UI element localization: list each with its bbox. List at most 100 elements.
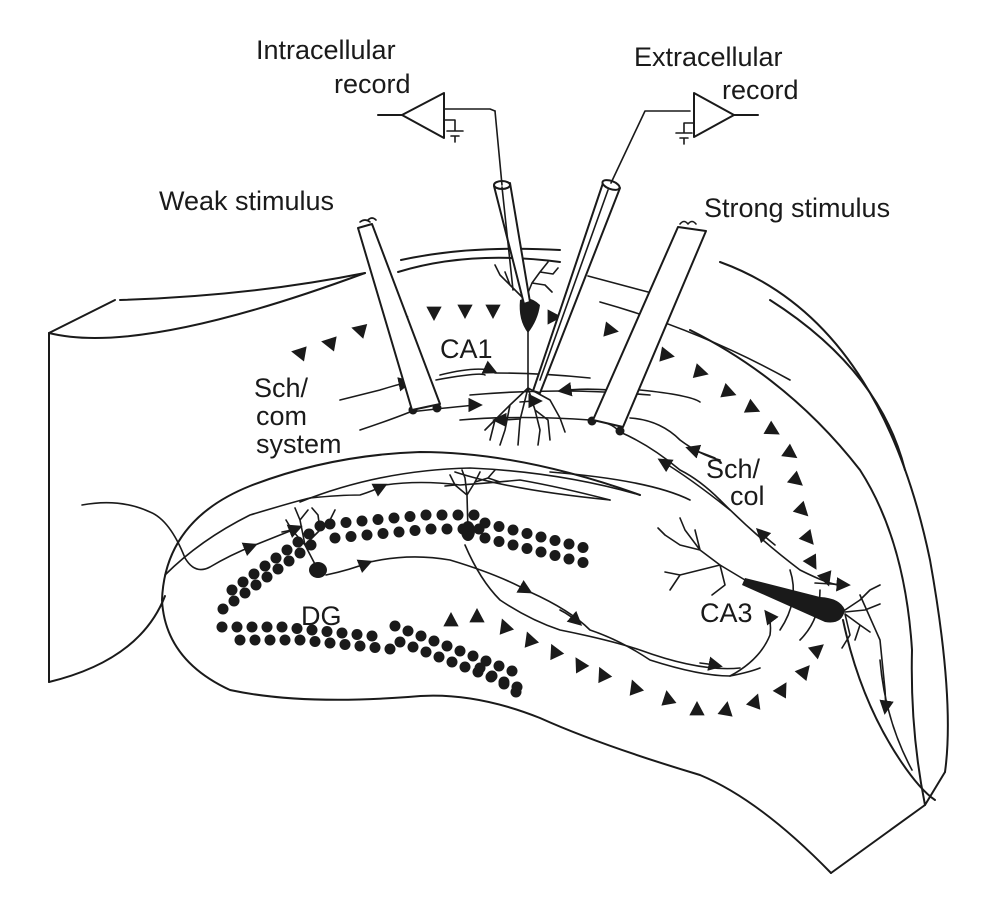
pyramidal-cell-marker <box>499 618 515 635</box>
granule-cell-marker <box>339 639 351 650</box>
pyramidal-cell-marker <box>443 612 459 627</box>
granule-cell-marker <box>493 536 505 547</box>
granule-cell-marker <box>294 547 306 559</box>
granule-cell-marker <box>369 642 381 653</box>
granule-cell-marker <box>467 650 479 662</box>
pyramidal-cell-marker <box>291 346 307 362</box>
intracellular-amplifier <box>377 92 496 143</box>
granule-cell-marker <box>246 621 258 633</box>
extracellular-amplifier <box>675 92 759 145</box>
granule-cell-marker <box>454 645 466 657</box>
granule-cell-marker <box>324 518 336 530</box>
granule-cell-marker <box>389 620 401 632</box>
granule-cell-marker <box>577 557 589 568</box>
pyramidal-cell-marker <box>794 665 810 682</box>
granule-cell-marker <box>366 630 378 642</box>
granule-cell-marker <box>493 521 505 532</box>
granule-cell-marker <box>261 571 273 583</box>
granule-cell-marker <box>261 621 273 633</box>
granule-cell-marker <box>468 509 480 521</box>
pyramidal-cell-marker <box>792 500 809 517</box>
pyramidal-cell-marker <box>524 631 540 648</box>
sch-com-label-line2: com <box>256 401 307 431</box>
granule-cell-marker <box>249 634 261 646</box>
weak-stimulus-electrode[interactable] <box>357 217 441 411</box>
granule-cell-marker <box>372 514 384 525</box>
sch-col-label-line1: Sch/ <box>706 454 761 484</box>
hilus-boundary <box>299 467 691 503</box>
extracellular-electrode[interactable] <box>532 110 691 394</box>
granule-cell-marker <box>388 512 400 524</box>
pyramidal-cell-marker <box>772 682 787 699</box>
granule-cell-marker <box>377 528 389 539</box>
granule-cell-marker <box>402 625 414 637</box>
pyramidal-cell-marker <box>469 608 485 623</box>
granule-cell-marker <box>239 587 251 599</box>
granule-cell-marker <box>345 531 357 542</box>
granule-cell-marker <box>428 635 440 647</box>
granule-cell-marker <box>250 579 262 591</box>
granule-cell-marker <box>577 542 589 553</box>
granule-cell-marker <box>354 640 366 652</box>
granule-cell-marker <box>228 595 240 607</box>
ca3-pyramidal-layer <box>443 608 824 717</box>
granule-cell-marker <box>279 634 291 646</box>
strong-stimulus-label: Strong stimulus <box>704 193 890 223</box>
granule-cell-marker <box>407 641 419 653</box>
granule-cell-marker <box>436 509 448 521</box>
pyramidal-cell-marker <box>547 309 562 325</box>
granule-cell-marker <box>270 552 282 564</box>
granule-cell-marker <box>384 643 396 655</box>
granule-cell-marker <box>474 662 486 674</box>
intracellular-electrode[interactable] <box>493 110 531 305</box>
granule-cell-marker <box>420 509 432 521</box>
granule-cell-marker <box>336 627 348 639</box>
granule-cell-marker <box>549 535 561 546</box>
pyramidal-cell-marker <box>717 701 733 717</box>
granule-cell-marker <box>393 526 405 538</box>
intracellular-label-line1: Intracellular <box>256 35 396 65</box>
granule-cell-marker <box>521 543 533 554</box>
pyramidal-cell-marker <box>426 306 442 321</box>
granule-cell-marker <box>329 532 341 544</box>
granule-cell-marker <box>459 661 471 673</box>
granule-cell-marker <box>415 630 427 642</box>
granule-cell-marker <box>248 568 260 580</box>
dg-granule-neuron-1 <box>281 507 336 578</box>
dentate-granule-layer <box>216 509 589 698</box>
granule-cell-marker <box>404 511 416 522</box>
ca1-pyramidal-neuron <box>484 261 566 446</box>
granule-cell-marker <box>549 550 561 561</box>
granule-cell-marker <box>216 621 228 633</box>
granule-cell-marker <box>231 621 243 633</box>
granule-cell-marker <box>283 555 295 567</box>
granule-cell-marker <box>446 656 458 668</box>
granule-cell-marker <box>264 634 276 646</box>
granule-cell-marker <box>486 670 498 682</box>
pyramidal-cell-marker <box>550 643 565 661</box>
ca1-pyramidal-layer <box>291 304 832 587</box>
granule-cell-marker <box>237 576 249 588</box>
strong-stimulus-electrode[interactable] <box>592 220 707 428</box>
pyramidal-cell-marker <box>743 398 761 413</box>
granule-cell-marker <box>441 523 453 535</box>
pyramidal-cell-marker <box>659 346 675 362</box>
granule-cell-marker <box>409 525 421 536</box>
extracellular-label-line2: record <box>722 75 799 105</box>
granule-cell-marker <box>351 629 363 640</box>
granule-cell-marker <box>361 529 373 541</box>
granule-cell-marker <box>294 634 306 646</box>
granule-cell-marker <box>394 636 406 648</box>
granule-cell-marker <box>493 660 505 672</box>
pyramidal-cell-marker <box>798 528 814 545</box>
granule-cell-marker <box>507 539 519 551</box>
pyramidal-cell-marker <box>786 470 803 486</box>
dg-label: DG <box>301 601 342 631</box>
pyramidal-cell-marker <box>745 693 761 710</box>
granule-cell-marker <box>217 603 229 615</box>
granule-cell-marker <box>340 517 352 528</box>
pyramidal-cell-marker <box>720 382 737 398</box>
granule-cell-marker <box>425 523 437 535</box>
pyramidal-cell-marker <box>807 644 824 660</box>
